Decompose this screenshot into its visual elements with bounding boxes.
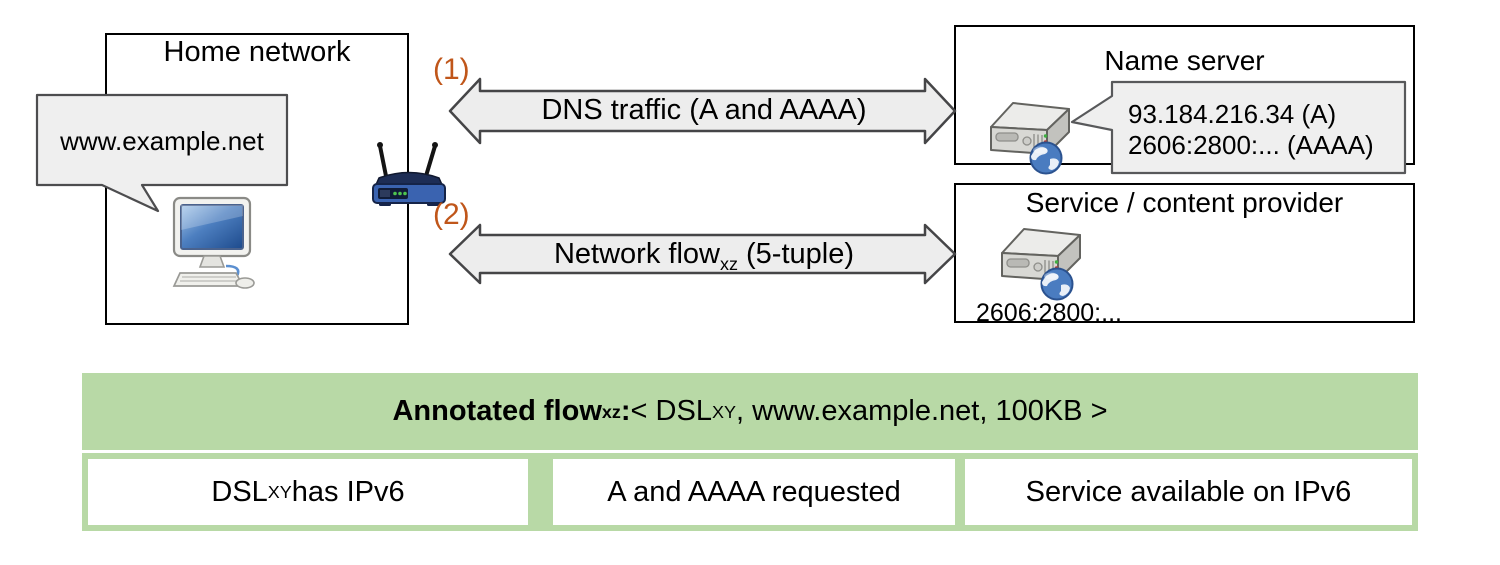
banner-bold-pre: Annotated flow (392, 395, 602, 427)
name-server-title: Name server (1104, 45, 1265, 76)
step-2-label: (2) (433, 198, 470, 231)
flow-arrow-label: Network flowxz (5-tuple) (460, 238, 948, 274)
home-speech-bubble (35, 93, 289, 213)
dns-answer-bubble (1070, 80, 1407, 175)
computer-icon (172, 196, 255, 289)
service-ipv6-address: 2606:2800:... (976, 299, 1122, 327)
cell3-post: Service available on IPv6 (1025, 475, 1352, 508)
step-1-label: (1) (433, 53, 470, 86)
dns-answer-line1: 93.184.216.34 (A) (1128, 99, 1337, 129)
cell1-post: has IPv6 (291, 475, 405, 508)
name-server-icon (990, 102, 1070, 175)
banner-reg-post: , www.example.net, 100KB > (735, 395, 1108, 427)
home-network-title: Home network (163, 36, 351, 68)
dns-arrow-label: DNS traffic (A and AAAA) (541, 94, 867, 126)
dns-answer-line2: 2606:2800:... (AAAA) (1128, 130, 1374, 160)
home-bubble-text: www.example.net (60, 126, 264, 156)
network-flow-arrow (448, 223, 957, 285)
dns-traffic-arrow (448, 77, 957, 145)
banner-bold-colon: : (620, 395, 631, 427)
service-provider-title: Service / content provider (1025, 187, 1344, 218)
banner-reg-pre: < DSL (630, 395, 712, 427)
annotation-cell-service-ipv6: Service available on IPv6 (965, 459, 1412, 525)
annotation-cell-a-aaaa: A and AAAA requested (553, 459, 955, 525)
flow-arrow-label-sub: xz (719, 253, 738, 274)
service-server-icon (1001, 228, 1081, 301)
flow-arrow-label-pre: Network flow (553, 238, 720, 270)
flow-arrow-label-post: (5-tuple) (737, 238, 854, 270)
router-icon (372, 142, 446, 206)
cell1-pre: DSL (211, 475, 268, 508)
cell2-post: A and AAAA requested (607, 475, 901, 508)
